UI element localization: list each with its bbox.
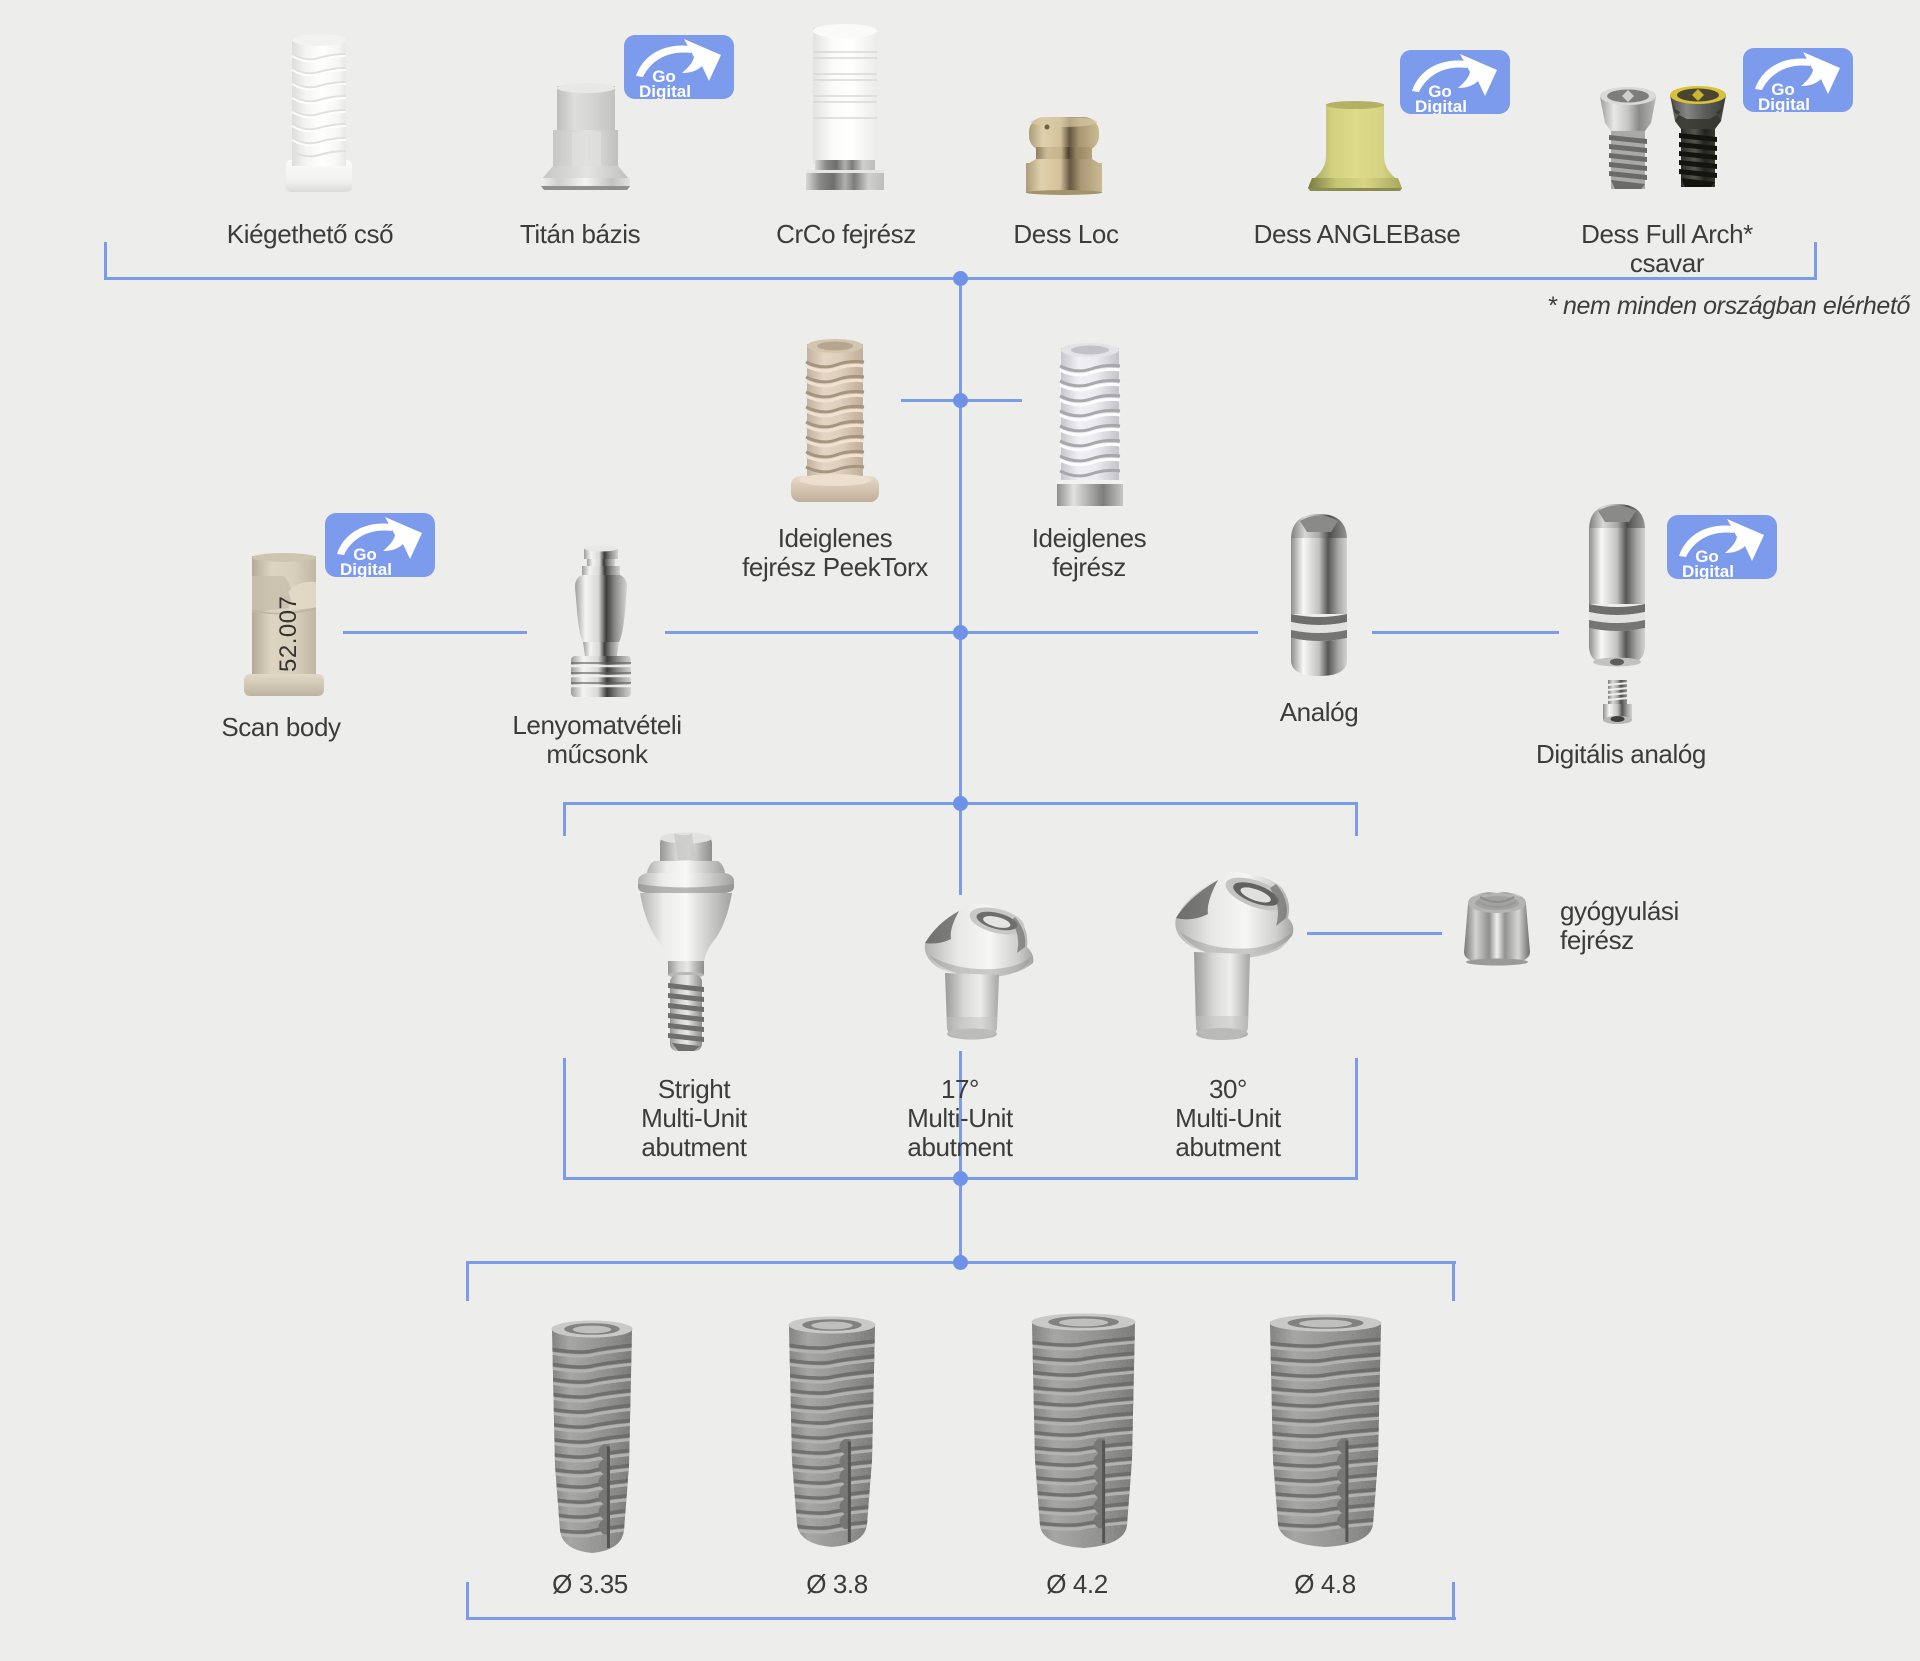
svg-text:Go: Go xyxy=(1695,547,1719,566)
svg-text:52.007: 52.007 xyxy=(275,596,302,672)
svg-text:Digital: Digital xyxy=(1758,95,1810,112)
svg-text:Digital: Digital xyxy=(639,82,691,99)
svg-text:Go: Go xyxy=(652,67,676,86)
svg-text:Digital: Digital xyxy=(1682,562,1734,579)
svg-text:Go: Go xyxy=(353,545,377,564)
svg-text:Go: Go xyxy=(1771,80,1795,99)
svg-text:Digital: Digital xyxy=(340,560,392,577)
svg-text:Go: Go xyxy=(1428,82,1452,101)
svg-text:Digital: Digital xyxy=(1415,97,1467,114)
